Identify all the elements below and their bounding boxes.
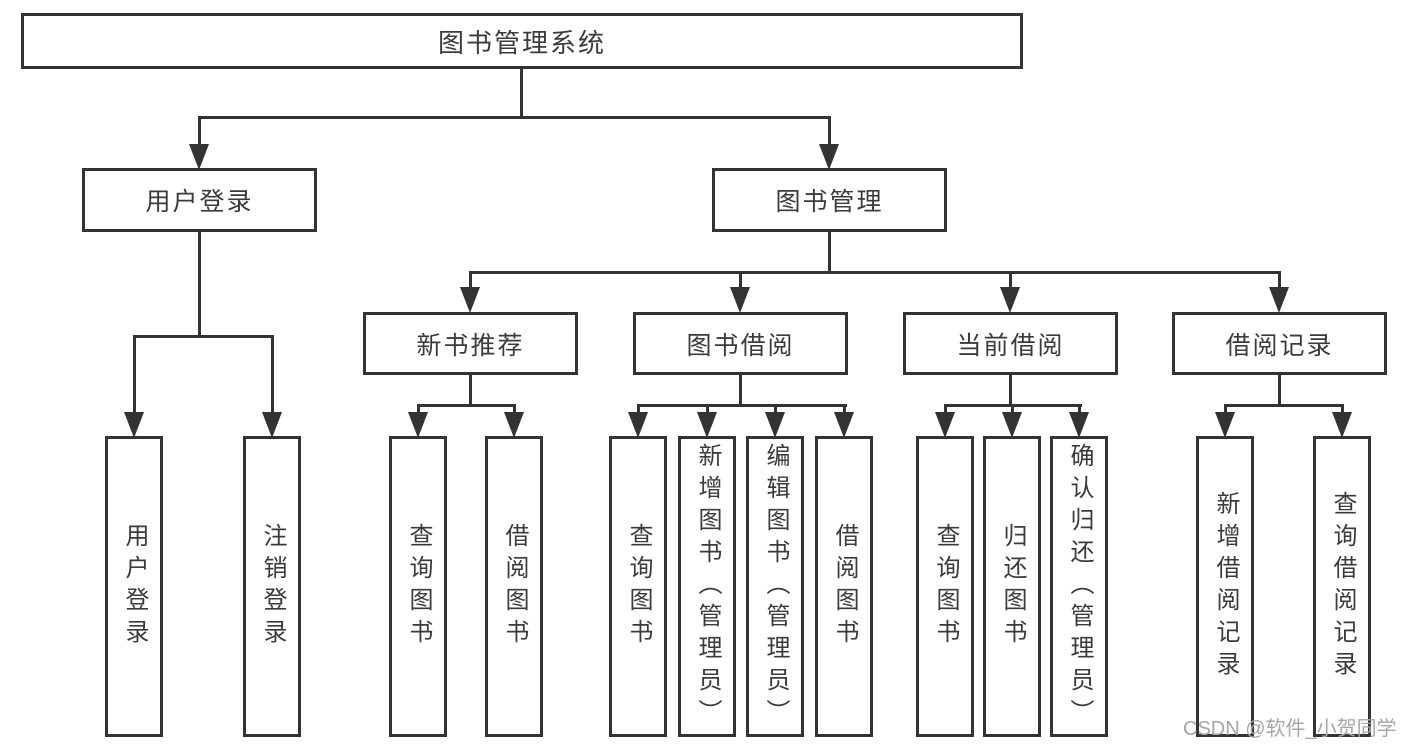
arrow-down-icon: [834, 412, 854, 438]
arrow-down-icon: [1215, 412, 1235, 438]
leaf-borrow-books-borrowing: 借阅图书: [815, 436, 873, 737]
leaf-edit-book-admin: 编辑图书（管理员）: [746, 436, 804, 737]
leaf-confirm-return-admin: 确认归还（管理员）: [1050, 436, 1108, 737]
connector-line: [469, 271, 472, 288]
connector-line: [417, 404, 516, 407]
leaf-query-borrow-record: 查询借阅记录: [1313, 436, 1371, 737]
connector-line: [1224, 404, 1344, 407]
arrow-down-icon: [408, 412, 428, 438]
connector-line: [1078, 404, 1081, 414]
arrow-down-icon: [1069, 412, 1089, 438]
arrow-down-icon: [819, 144, 839, 170]
connector-line: [133, 335, 274, 338]
connector-line: [944, 404, 947, 414]
connector-line: [739, 271, 742, 288]
connector-line: [133, 335, 136, 413]
leaf-query-books-borrowing: 查询图书: [609, 436, 667, 737]
connector-line: [828, 232, 831, 273]
connector-line: [1009, 375, 1012, 407]
leaf-logout: 注销登录: [243, 436, 301, 737]
connector-line: [1278, 375, 1281, 407]
connector-line: [198, 116, 831, 119]
arrow-down-icon: [1002, 412, 1022, 438]
connector-line: [637, 404, 847, 407]
connector-line: [271, 335, 274, 413]
leaf-query-books-current: 查询图书: [916, 436, 974, 737]
connector-line: [513, 404, 516, 414]
leaf-add-book-admin: 新增图书（管理员）: [678, 436, 736, 737]
leaf-query-books-recommend: 查询图书: [389, 436, 447, 737]
csdn-watermark: CSDN @软件_小贺同学: [1183, 718, 1397, 740]
node-user-login: 用户登录: [82, 168, 317, 232]
arrow-down-icon: [730, 287, 750, 313]
arrow-down-icon: [628, 412, 648, 438]
arrow-down-icon: [189, 144, 209, 170]
arrow-down-icon: [1000, 287, 1020, 313]
node-new-book-recommendation: 新书推荐: [363, 312, 578, 375]
connector-line: [520, 69, 523, 117]
connector-line: [828, 116, 831, 148]
connector-line: [706, 404, 709, 414]
arrow-down-icon: [935, 412, 955, 438]
node-borrowing-records: 借阅记录: [1172, 312, 1387, 375]
connector-line: [1224, 404, 1227, 414]
arrow-down-icon: [460, 287, 480, 313]
arrow-down-icon: [124, 412, 144, 438]
node-library-system: 图书管理系统: [21, 13, 1023, 69]
connector-line: [417, 404, 420, 414]
connector-line: [1011, 404, 1014, 414]
node-book-management: 图书管理: [712, 168, 947, 232]
arrow-down-icon: [1269, 287, 1289, 313]
leaf-borrow-books-recommend: 借阅图书: [485, 436, 543, 737]
leaf-add-borrow-record: 新增借阅记录: [1196, 436, 1254, 737]
arrow-down-icon: [504, 412, 524, 438]
arrow-down-icon: [1332, 412, 1352, 438]
leaf-return-books: 归还图书: [983, 436, 1041, 737]
leaf-user-login: 用户登录: [105, 436, 163, 737]
connector-line: [1009, 271, 1012, 288]
connector-line: [198, 116, 201, 148]
connector-line: [1278, 271, 1281, 288]
connector-line: [1341, 404, 1344, 414]
arrow-down-icon: [765, 412, 785, 438]
node-current-borrowing: 当前借阅: [903, 312, 1118, 375]
connector-line: [469, 271, 1281, 274]
arrow-down-icon: [262, 412, 282, 438]
node-book-borrowing: 图书借阅: [633, 312, 848, 375]
connector-line: [469, 375, 472, 407]
connector-line: [739, 375, 742, 407]
connector-line: [637, 404, 640, 414]
arrow-down-icon: [697, 412, 717, 438]
connector-line: [198, 232, 201, 337]
connector-line: [774, 404, 777, 414]
connector-line: [843, 404, 846, 414]
